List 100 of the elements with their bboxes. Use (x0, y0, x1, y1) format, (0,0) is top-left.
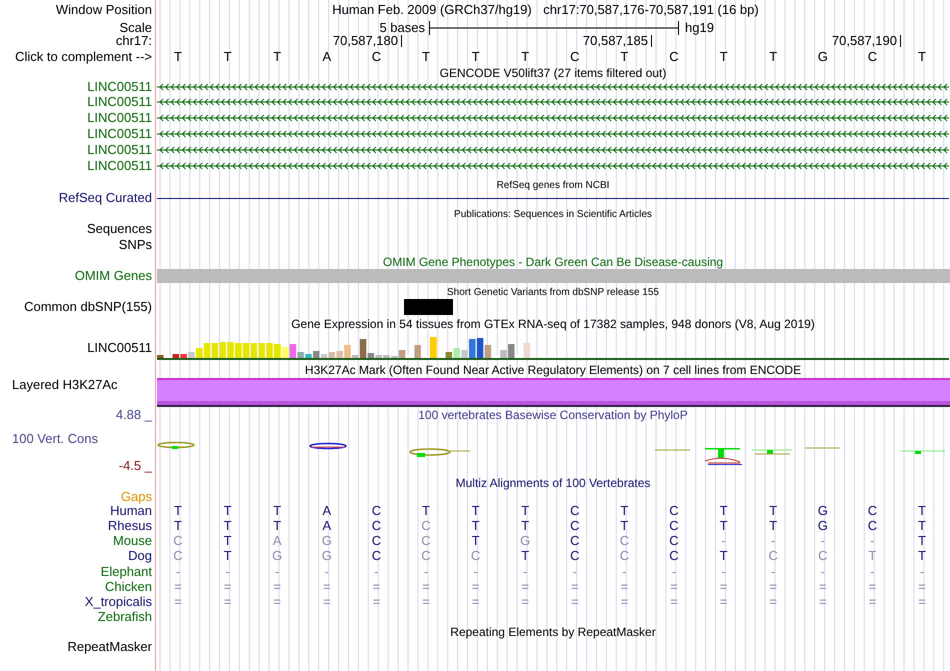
alignment-letter: C (669, 534, 679, 548)
alignment-letter: = (521, 595, 529, 609)
track-label: Window Position (56, 3, 152, 17)
alignment-letter: - (225, 565, 230, 579)
alignment-letter: G (272, 549, 282, 563)
alignment-letter: = (769, 595, 777, 609)
alignment-letter: = (819, 595, 827, 609)
alignment-letter: = (769, 580, 777, 594)
alignment-letter: T (472, 534, 480, 548)
alignment-letter: C (570, 549, 580, 563)
alignment-letter: A (272, 534, 282, 548)
alignment-letter: = (174, 580, 182, 594)
alignment-letter: C (570, 504, 580, 518)
alignment-letter: - (672, 565, 676, 579)
alignment-letter: - (622, 565, 627, 579)
alignment-letter: - (324, 565, 329, 579)
alignment-letter: C (372, 534, 382, 548)
alignment-letter: = (273, 580, 281, 594)
base-letter: T (174, 50, 182, 64)
alignment-letter: = (472, 580, 480, 594)
track-label: LINC00511 (87, 159, 152, 173)
track-bar (157, 269, 950, 283)
alignment-letter: C (570, 534, 580, 548)
alignment-letter: C (470, 549, 480, 563)
alignment-letter: C (868, 519, 878, 533)
track-title: Gene Expression in 54 tissues from GTEx RNA-seq of 17382 samples, 948 donors (V8, Aug 2019) (291, 317, 815, 331)
track-title: OMIM Gene Phenotypes - Dark Green Can Be Disease-causing (382, 255, 724, 269)
alignment-letter: = (521, 580, 529, 594)
alignment-letter: - (721, 565, 726, 579)
alignment-letter: = (323, 580, 331, 594)
alignment-letter: C (669, 549, 679, 563)
alignment-letter: C (372, 549, 382, 563)
alignment-letter: - (920, 565, 924, 579)
alignment-letter: - (870, 565, 875, 579)
track-label: LINC00511 (87, 143, 152, 157)
alignment-letter: T (224, 549, 232, 563)
track-label: LINC00511 (87, 80, 152, 94)
coordinate-label: 70,587,190 (832, 34, 897, 48)
alignment-letter: T (620, 519, 628, 533)
track-title: Short Genetic Variants from dbSNP release 155 (447, 286, 659, 300)
alignment-letter: - (721, 534, 726, 548)
alignment-letter: C (620, 534, 630, 548)
alignment-letter: C (669, 504, 679, 518)
alignment-letter: - (176, 565, 180, 579)
species-label: Mouse (112, 534, 152, 548)
alignment-letter: T (720, 549, 728, 563)
track-title: Repeating Elements by RepeatMasker (450, 625, 656, 639)
axis-value: -4.5 _ (118, 459, 152, 473)
coordinate-label: 70,587,185 (582, 34, 648, 48)
alignment-letter: T (422, 504, 430, 518)
scale-label: 5 bases (379, 21, 425, 35)
alignment-letter: G (818, 504, 828, 518)
alignment-letter: T (224, 504, 232, 518)
alignment-letter: G (322, 534, 332, 548)
alignment-letter: C (669, 519, 679, 533)
coordinate-label: 70,587,180 (332, 34, 398, 48)
alignment-letter: = (918, 580, 926, 594)
alignment-letter: - (424, 565, 428, 579)
alignment-letter: = (571, 580, 579, 594)
alignment-letter: C (570, 519, 580, 533)
base-letter: T (224, 50, 232, 64)
alignment-letter: = (372, 595, 380, 609)
alignment-letter: = (620, 595, 628, 609)
alignment-letter: C (173, 549, 183, 563)
track-label: 100 Vert. Cons (12, 432, 98, 446)
base-letter: T (422, 50, 430, 64)
alignment-letter: = (422, 580, 430, 594)
track-label: chr17: (116, 34, 152, 48)
alignment-letter: T (720, 519, 728, 533)
alignment-letter: - (572, 565, 577, 579)
track-label: Common dbSNP(155) (24, 300, 152, 314)
assembly-label: Human Feb. 2009 (GRCh37/hg19) (332, 3, 532, 17)
alignment-letter: A (322, 519, 332, 533)
alignment-letter: G (520, 534, 530, 548)
alignment-letter: C (768, 549, 778, 563)
alignment-letter: = (720, 580, 728, 594)
position-range: chr17:70,587,176-70,587,191 (16 bp) (543, 3, 759, 17)
base-letter: T (521, 50, 530, 64)
species-label: Zebrafish (98, 610, 152, 624)
alignment-letter: = (422, 595, 430, 609)
alignment-letter: T (521, 549, 530, 563)
alignment-letter: C (421, 549, 431, 563)
axis-value: 4.88 _ (116, 408, 152, 422)
alignment-letter: - (771, 534, 776, 548)
alignment-letter: T (224, 519, 232, 533)
alignment-letter: C (173, 534, 183, 548)
alignment-letter: = (273, 595, 281, 609)
alignment-letter: T (174, 504, 182, 518)
base-letter: C (868, 50, 878, 64)
base-letter: T (472, 50, 480, 64)
track-label: LINC00511 (87, 127, 152, 141)
track-title: GENCODE V50lift37 (27 items filtered out) (440, 66, 666, 80)
alignment-letter: - (820, 565, 825, 579)
species-label: Dog (128, 549, 152, 563)
alignment-letter: T (769, 504, 778, 518)
track-label: Scale (119, 21, 152, 35)
base-letter: T (918, 50, 926, 64)
track-label: SNPs (118, 238, 152, 252)
alignment-letter: = (819, 580, 827, 594)
alignment-letter: T (868, 549, 876, 563)
